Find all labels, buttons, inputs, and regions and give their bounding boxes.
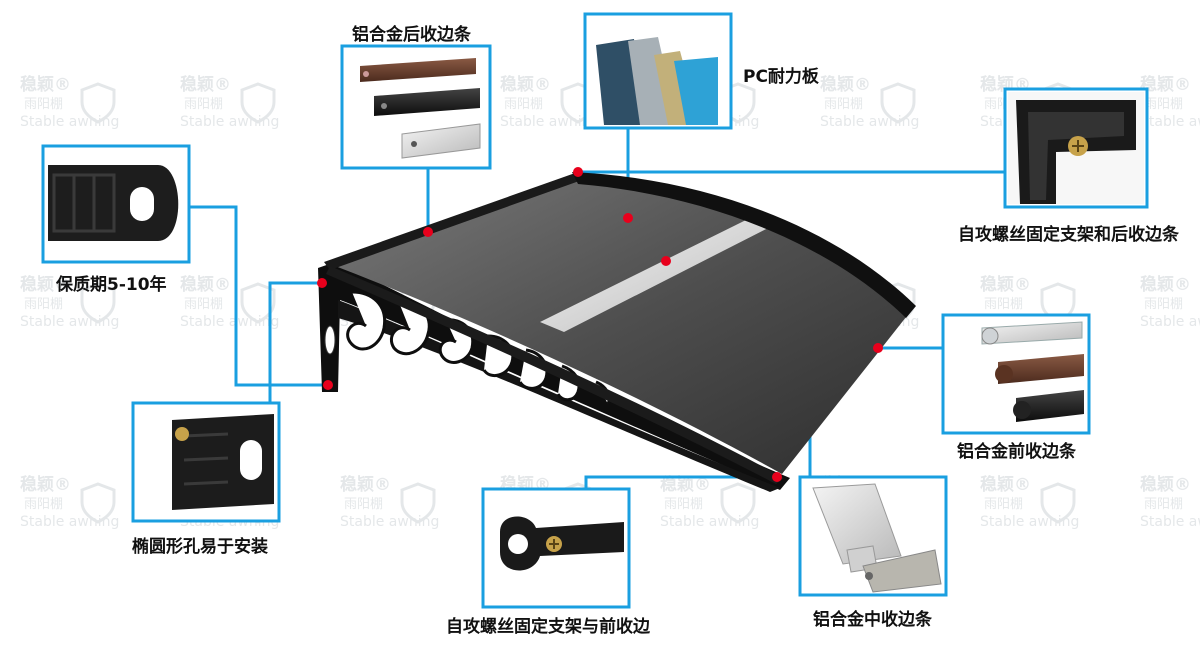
watermark-brand: 稳颖® xyxy=(820,74,871,95)
watermark-sub: 雨阳棚 xyxy=(184,297,223,312)
watermark-tile: 稳颖® 雨阳棚 Stable awning xyxy=(1140,274,1200,330)
watermark-brand: 稳颖® xyxy=(20,474,71,495)
watermark-sub: 雨阳棚 xyxy=(504,97,543,112)
rear-bracket-photo xyxy=(1003,87,1149,209)
watermark-sub: 雨阳棚 xyxy=(344,497,383,512)
watermark-tile: 稳颖® 雨阳棚 Stable awning xyxy=(660,474,759,530)
watermark-shield-icon xyxy=(240,82,276,124)
watermark-shield-icon xyxy=(880,82,916,124)
watermark-english: Stable awning xyxy=(820,114,919,130)
watermark-tile: 稳颖® 雨阳棚 Stable awning xyxy=(180,274,279,330)
watermark-sub: 雨阳棚 xyxy=(824,97,863,112)
watermark-sub: 雨阳棚 xyxy=(984,497,1023,512)
watermark-sub: 雨阳棚 xyxy=(24,497,63,512)
pc-panel-photo xyxy=(583,12,733,130)
watermark-tile: 稳颖® 雨阳棚 Stable awning xyxy=(340,474,439,530)
watermark-tile: 稳颖® 雨阳棚 Stable awning xyxy=(20,474,119,530)
label-middle-trim: 铝合金中收边条 xyxy=(813,610,932,630)
label-front-bracket: 自攻螺丝固定支架与前收边 xyxy=(446,617,650,637)
watermark-tile: 稳颖® 雨阳棚 Stable awning xyxy=(180,74,279,130)
watermark-english: Stable awning xyxy=(340,514,439,530)
watermark-sub: 雨阳棚 xyxy=(184,97,223,112)
watermark-shield-icon xyxy=(1040,482,1076,524)
watermark-brand: 稳颖® xyxy=(20,74,71,95)
dot-rear-trim xyxy=(423,227,433,237)
watermark-brand: 稳颖® xyxy=(1140,474,1191,495)
watermark-brand: 稳颖® xyxy=(1140,74,1191,95)
dot-warranty xyxy=(323,380,333,390)
dot-oval-hole xyxy=(317,278,327,288)
watermark-sub: 雨阳棚 xyxy=(984,297,1023,312)
dot-front-trim xyxy=(873,343,883,353)
watermark-brand: 稳颖® xyxy=(180,274,231,295)
awning-main xyxy=(318,172,916,492)
label-oval-hole: 椭圆形孔易于安装 xyxy=(132,537,268,557)
watermark-english: Stable awning xyxy=(20,514,119,530)
label-warranty: 保质期5-10年 xyxy=(56,275,167,295)
watermark-sub: 雨阳棚 xyxy=(1144,297,1183,312)
watermark-brand: 稳颖® xyxy=(20,274,71,295)
watermark-brand: 稳颖® xyxy=(980,474,1031,495)
callout-front-bracket-line xyxy=(584,475,777,489)
watermark-tile: 稳颖® 雨阳棚 Stable awning xyxy=(820,74,919,130)
label-pc-panel: PC耐力板 xyxy=(743,67,819,87)
watermark-sub: 雨阳棚 xyxy=(1144,97,1183,112)
watermark-tile: 稳颖® 雨阳棚 Stable awning xyxy=(20,274,119,330)
front-trim-photo xyxy=(941,313,1091,435)
watermark-sub: 雨阳棚 xyxy=(664,497,703,512)
watermark-tile: 稳颖® 雨阳棚 Stable awning xyxy=(1140,474,1200,530)
watermark-sub: 雨阳棚 xyxy=(24,97,63,112)
callout-dots xyxy=(317,167,883,482)
watermark-sub: 雨阳棚 xyxy=(1144,497,1183,512)
watermark-brand: 稳颖® xyxy=(500,74,551,95)
watermark-english: Stable awning xyxy=(1140,514,1200,530)
watermark-english: Stable awning xyxy=(660,514,759,530)
watermark-sub: 雨阳棚 xyxy=(24,297,63,312)
watermark-english: Stable awning xyxy=(180,314,279,330)
watermark-english: Stable awning xyxy=(20,114,119,130)
dot-rear-bracket xyxy=(573,167,583,177)
watermark-shield-icon xyxy=(80,82,116,124)
pc-roof-panel xyxy=(330,176,910,474)
rear-trim-photo xyxy=(340,44,492,170)
label-rear-trim: 铝合金后收边条 xyxy=(352,25,471,45)
dot-front-bracket xyxy=(772,472,782,482)
label-front-trim: 铝合金前收边条 xyxy=(957,442,1076,462)
watermark-tile: 稳颖® 雨阳棚 Stable awning xyxy=(1140,74,1200,130)
rear-trim-bar xyxy=(324,172,582,270)
watermark-english: Stable awning xyxy=(980,514,1079,530)
callout-oval-hole-line xyxy=(268,281,322,403)
watermark-tile: 稳颖® 雨阳棚 Stable awning xyxy=(980,474,1079,530)
watermark-english: Stable awning xyxy=(1140,114,1200,130)
dot-pc-panel xyxy=(623,213,633,223)
watermark-english: Stable awning xyxy=(180,114,279,130)
watermark-english: Stable awning xyxy=(20,314,119,330)
callout-warranty-line xyxy=(190,205,328,387)
dot-middle-trim xyxy=(661,256,671,266)
front-bracket-photo xyxy=(481,487,631,609)
watermark-shield-icon xyxy=(400,482,436,524)
middle-strip xyxy=(540,220,772,332)
watermark-shield-icon xyxy=(240,282,276,324)
watermark-tile: 稳颖® 雨阳棚 Stable awning xyxy=(20,74,119,130)
watermark-shield-icon xyxy=(720,482,756,524)
watermark-shield-icon xyxy=(80,482,116,524)
watermark-shield-icon xyxy=(80,282,116,324)
watermark-brand: 稳颖® xyxy=(1140,274,1191,295)
oval-hole-photo xyxy=(131,401,281,523)
front-curved-frame xyxy=(572,172,916,318)
watermark-english: Stable awning xyxy=(1140,314,1200,330)
watermark-english: Stable awning xyxy=(500,114,599,130)
watermark-brand: 稳颖® xyxy=(660,474,711,495)
warranty-photo xyxy=(41,144,191,264)
label-rear-bracket: 自攻螺丝固定支架和后收边条 xyxy=(958,225,1179,245)
watermark-brand: 稳颖® xyxy=(180,74,231,95)
watermark-brand: 稳颖® xyxy=(340,474,391,495)
watermark-brand: 稳颖® xyxy=(980,274,1031,295)
middle-trim-photo xyxy=(798,475,948,597)
